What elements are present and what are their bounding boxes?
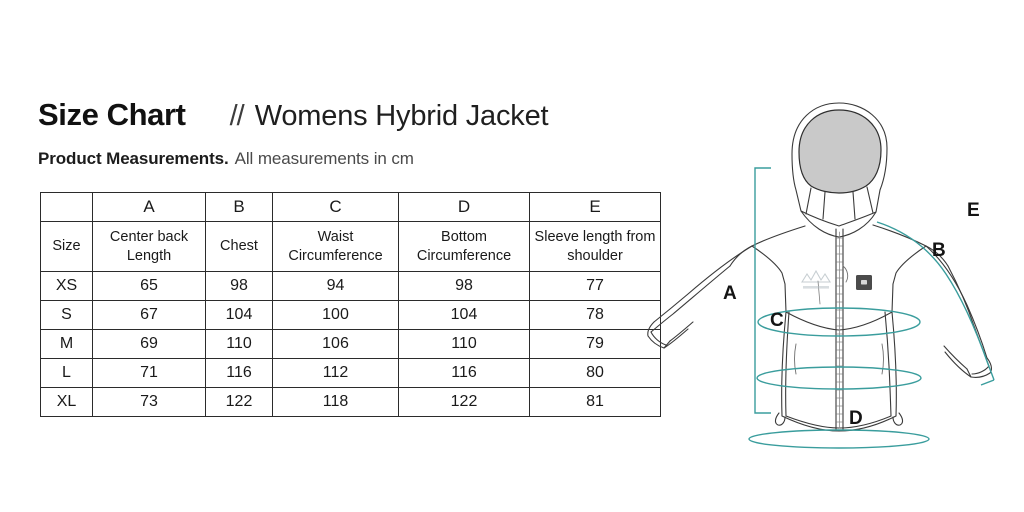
measurement-guides: [748, 167, 995, 449]
cell-b: 104: [205, 300, 273, 330]
letter-header-c: C: [272, 192, 399, 222]
title-main: Size Chart: [38, 97, 186, 132]
title-separator: //: [229, 100, 245, 132]
letter-header-d: D: [398, 192, 530, 222]
left-sleeve: [647, 245, 753, 349]
cell-a: 65: [92, 271, 206, 301]
cell-c: 106: [272, 329, 399, 359]
cell-d: 116: [398, 358, 530, 388]
measure-line-a: [754, 167, 771, 414]
cell-size: XL: [40, 387, 93, 417]
dimension-label-c: C: [770, 310, 784, 331]
cell-e: 81: [529, 387, 661, 417]
cell-e: 77: [529, 271, 661, 301]
cell-d: 110: [398, 329, 530, 359]
letter-header-b: B: [205, 192, 273, 222]
cell-c: 112: [272, 358, 399, 388]
cell-d: 122: [398, 387, 530, 417]
cell-d: 104: [398, 300, 530, 330]
label-header-chest: Chest: [205, 221, 273, 272]
right-sleeve: [925, 245, 992, 378]
cell-size: L: [40, 358, 93, 388]
table-row: L 71 116 112 116 80: [40, 358, 661, 388]
title-product-name: Womens Hybrid Jacket: [254, 100, 549, 132]
brand-mountain-logo: [801, 269, 831, 289]
table-row: XS 65 98 94 98 77: [40, 271, 661, 301]
cell-b: 122: [205, 387, 273, 417]
cell-b: 116: [205, 358, 273, 388]
label-header-bottom-circumference: Bottom Circumference: [398, 221, 530, 272]
cell-b: 110: [205, 329, 273, 359]
size-measurement-table: A B C D E Size Center back Length Chest …: [40, 192, 661, 417]
letter-header-blank: [40, 192, 93, 222]
cell-size: M: [40, 329, 93, 359]
measure-line-e: [876, 221, 995, 386]
cell-a: 73: [92, 387, 206, 417]
letter-header-a: A: [92, 192, 206, 222]
cell-c: 94: [272, 271, 399, 301]
chest-badge-icon: [856, 275, 872, 290]
subtitle-units: All measurements in cm: [234, 149, 414, 168]
dimension-label-b: B: [932, 240, 946, 261]
table-letter-header-row: A B C D E: [40, 192, 661, 222]
measure-ellipse-b: [757, 307, 921, 337]
dimension-label-e: E: [967, 200, 980, 221]
size-chart-panel: Size Chart // Womens Hybrid Jacket Produ…: [38, 97, 661, 417]
page-title: Size Chart // Womens Hybrid Jacket: [38, 97, 549, 133]
cell-a: 67: [92, 300, 206, 330]
cell-a: 71: [92, 358, 206, 388]
label-header-waist-circumference: Waist Circumference: [272, 221, 399, 272]
cell-d: 98: [398, 271, 530, 301]
dimension-label-a: A: [723, 283, 737, 304]
dimension-label-d: D: [849, 408, 863, 429]
hood-icon: [791, 102, 888, 238]
cell-c: 118: [272, 387, 399, 417]
subtitle: Product Measurements. All measurements i…: [38, 149, 414, 169]
table-label-header-row: Size Center back Length Chest Waist Circ…: [40, 221, 661, 272]
cell-e: 78: [529, 300, 661, 330]
cell-size: XS: [40, 271, 93, 301]
cell-a: 69: [92, 329, 206, 359]
subtitle-strong: Product Measurements.: [38, 149, 229, 168]
cell-size: S: [40, 300, 93, 330]
table-row: M 69 110 106 110 79: [40, 329, 661, 359]
table-row: S 67 104 100 104 78: [40, 300, 661, 330]
label-header-center-back-length: Center back Length: [92, 221, 206, 272]
table-row: XL 73 122 118 122 81: [40, 387, 661, 417]
label-header-size: Size: [40, 221, 93, 272]
jacket-body: [729, 224, 949, 432]
cell-e: 79: [529, 329, 661, 359]
jacket-diagram: [640, 86, 1024, 466]
measure-ellipse-d: [748, 429, 930, 449]
cell-b: 98: [205, 271, 273, 301]
measure-ellipse-c: [756, 366, 922, 390]
cell-c: 100: [272, 300, 399, 330]
jacket-technical-drawing: [647, 102, 995, 449]
